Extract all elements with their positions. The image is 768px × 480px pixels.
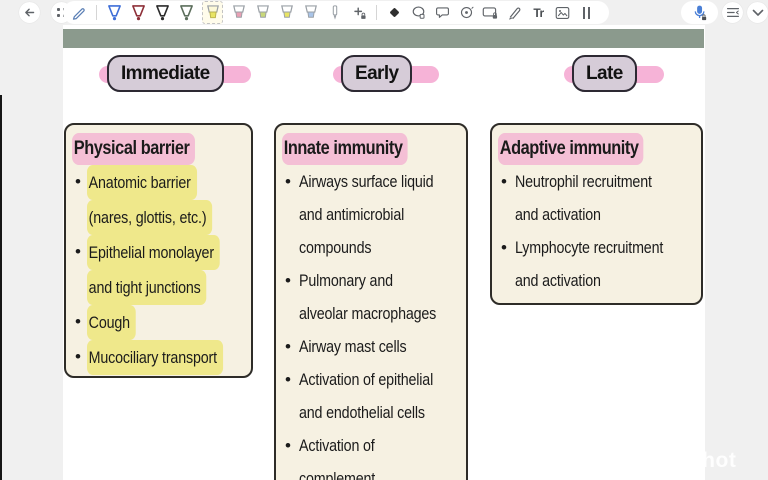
pen-nib-blue-icon: [108, 4, 121, 20]
chevron-down-icon: [752, 9, 763, 16]
screen-lock-icon: [482, 6, 498, 19]
pause-button[interactable]: [578, 2, 595, 23]
fineliner-icon: [332, 4, 337, 20]
bullet-item-cont: and activation: [515, 205, 601, 224]
pencil-tool-button[interactable]: [70, 2, 87, 23]
pen-nib-green-icon: [180, 4, 193, 20]
slide-header-bar: [63, 29, 704, 48]
annotation-toolbar: Tr: [63, 1, 609, 24]
add-tool-button[interactable]: [350, 2, 367, 23]
bullet-item: •Lymphocyte recruitment: [501, 238, 664, 257]
lasso-icon: [412, 6, 425, 19]
lasso-button[interactable]: [410, 2, 427, 23]
outline-menu-button[interactable]: [722, 2, 743, 23]
microphone-lock-icon: [694, 5, 706, 20]
eraser-icon: [390, 8, 399, 17]
bullet-item: •Pulmonary and: [285, 271, 393, 290]
microphone-button[interactable]: [681, 1, 718, 24]
stage-label-immediate: Immediate: [107, 55, 224, 92]
back-arrow-icon: [25, 8, 35, 17]
bullet-item-cont: (nares, glottis, etc.): [74, 200, 244, 235]
bullet-item-cont: and endothelial cells: [299, 403, 425, 422]
bullet-item: •Airways surface liquid: [285, 172, 434, 191]
laser-pointer-button[interactable]: [458, 2, 475, 23]
bullet-item-cont: compounds: [299, 238, 372, 257]
pen-nib-red-icon: [132, 4, 145, 20]
pen-blue-button[interactable]: [106, 2, 123, 23]
bullet-item-cont: alveolar macrophages: [299, 304, 437, 323]
video-edge-artifact: [0, 95, 2, 480]
collapse-toolbar-button[interactable]: [747, 2, 768, 23]
stage-early: Early: [333, 55, 440, 95]
comment-button[interactable]: [434, 2, 451, 23]
signature-pen-icon: [509, 7, 521, 20]
bullet-item-cont: and tight junctions: [74, 270, 244, 305]
inshot-watermark: InShot: [668, 449, 737, 472]
bullet-item: •Anatomic barrier: [74, 165, 244, 200]
bullet-item-cont: and antimicrobial: [299, 205, 405, 224]
fineliner-button[interactable]: [326, 2, 343, 23]
bullet-item: •Activation of epithelial: [285, 370, 434, 389]
bullet-item-cont: complement: [299, 469, 376, 480]
pause-icon: [583, 6, 585, 19]
highlighter-pink-button[interactable]: [230, 2, 247, 23]
slide-canvas[interactable]: Immediate Early Late Physical barrier •A…: [63, 25, 705, 480]
highlighter-yellow2-button[interactable]: [278, 2, 295, 23]
box-title: Innate immunity: [282, 133, 459, 165]
signature-pen-button[interactable]: [506, 2, 523, 23]
toolbar-separator: [376, 5, 377, 20]
eraser-button[interactable]: [386, 2, 403, 23]
pen-green-button[interactable]: [178, 2, 195, 23]
highlighter-blue-icon: [304, 4, 317, 18]
toolbar-separator: [96, 5, 97, 20]
image-tool-button[interactable]: [554, 2, 571, 23]
highlighter-yellow-button-selected[interactable]: [202, 1, 223, 24]
box-physical-barrier: Physical barrier •Anatomic barrier (nare…: [64, 123, 253, 378]
pencil-icon: [72, 8, 85, 20]
toolbar: Tr: [0, 0, 768, 25]
back-button[interactable]: [19, 2, 40, 23]
bullet-item: •Neutrophil recruitment: [501, 172, 652, 191]
stage-label-late: Late: [572, 55, 637, 92]
text-tool-button[interactable]: Tr: [530, 2, 547, 23]
box-innate-immunity: Innate immunity •Airways surface liquid …: [274, 123, 468, 480]
box-title: Physical barrier: [72, 133, 244, 165]
highlighter-yellow-icon: [206, 4, 219, 18]
pen-nib-black-icon: [156, 4, 169, 20]
bullet-item: •Mucociliary transport: [74, 340, 244, 375]
box-adaptive-immunity: Adaptive immunity •Neutrophil recruitmen…: [490, 123, 703, 305]
menu-lines-icon: [726, 8, 739, 17]
stage-immediate: Immediate: [99, 55, 251, 95]
stage-late: Late: [564, 55, 664, 95]
bullet-item: •Epithelial monolayer: [74, 235, 244, 270]
highlighter-green-icon: [256, 4, 269, 18]
highlighter-pink-icon: [232, 4, 245, 18]
highlighter-yellow2-icon: [280, 4, 293, 18]
bullet-item: •Airway mast cells: [285, 337, 407, 356]
bullet-item: •Activation of: [285, 436, 375, 455]
bullet-item-cont: and activation: [515, 271, 601, 290]
plus-lock-icon: [353, 6, 366, 19]
box-title: Adaptive immunity: [498, 133, 694, 165]
image-icon: [555, 6, 570, 19]
screen-annotate-button[interactable]: [482, 2, 499, 23]
speech-bubble-icon: [436, 7, 449, 18]
stage-label-early: Early: [341, 55, 413, 92]
laser-pointer-icon: [460, 6, 474, 19]
highlighter-green-button[interactable]: [254, 2, 271, 23]
pen-red-button[interactable]: [130, 2, 147, 23]
text-tool-icon: Tr: [533, 5, 544, 20]
pen-black-button[interactable]: [154, 2, 171, 23]
highlighter-blue-button[interactable]: [302, 2, 319, 23]
bullet-item: •Cough: [74, 305, 244, 340]
